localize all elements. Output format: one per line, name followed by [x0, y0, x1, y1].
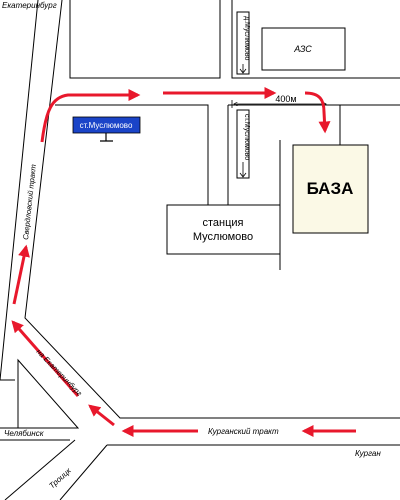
station-building — [166, 204, 281, 255]
route-arrow-diagonal-up — [11, 320, 80, 397]
route — [11, 87, 356, 437]
kurgan-tract-label: Курганский тракт — [208, 427, 279, 436]
route-arrow-to-ekaterinburg — [88, 404, 115, 427]
sverdlovsk-tract-road-left-edge — [0, 0, 39, 381]
route-arrow-turn-to-base — [304, 91, 331, 134]
gas-station-building — [261, 27, 346, 71]
ekaterinburg-label: Екатеринбург — [2, 1, 57, 10]
sverdlovsk-tract-road-right-edge — [24, 0, 400, 419]
direction-sign-right-arrow-icon — [239, 162, 247, 178]
route-arrow-tract-upper — [40, 89, 141, 143]
junction-triangle — [17, 358, 80, 429]
station-sign-post — [100, 133, 113, 142]
distance-label: 400м — [275, 94, 296, 104]
gas-station-label: АЗС — [293, 44, 312, 54]
station-label-line1: станция — [202, 217, 243, 229]
base-building — [292, 144, 369, 234]
direction-sign-top-frame — [236, 11, 250, 75]
route-arrow-tract-lower — [12, 244, 30, 305]
muslyumovo-road-left — [231, 0, 400, 79]
chelyabinsk-label: Челябинск — [4, 429, 45, 438]
buildings: АЗС БАЗА станция Муслюмово — [166, 27, 369, 255]
direction-sign-top-text: д.Муслюмово — [243, 16, 250, 60]
direction-sign-right-frame — [236, 109, 250, 179]
kurgan-label: Курган — [355, 449, 381, 458]
troitsk-label: Троицк — [47, 465, 73, 490]
troitsk-road-right — [59, 444, 108, 500]
station-label-line2: Муслюмово — [193, 231, 253, 243]
base-label: БАЗА — [307, 179, 354, 198]
distance-dimension: 400м — [231, 94, 326, 108]
troitsk-road-left — [4, 439, 76, 500]
main-road-lower-edge — [55, 104, 209, 205]
direction-sign-right-text: ст.Муслюмово — [243, 114, 250, 160]
station-sign: ст.Муслюмово — [72, 116, 141, 142]
direction-sign-muslyumovo-top: д.Муслюмово — [236, 11, 250, 75]
direction-sign-muslyumovo-right: ст.Муслюмово — [236, 109, 250, 179]
station-sign-text: ст.Муслюмово — [80, 121, 133, 130]
top-road-edge — [69, 0, 221, 79]
direction-sign-top-arrow-icon — [239, 64, 247, 74]
